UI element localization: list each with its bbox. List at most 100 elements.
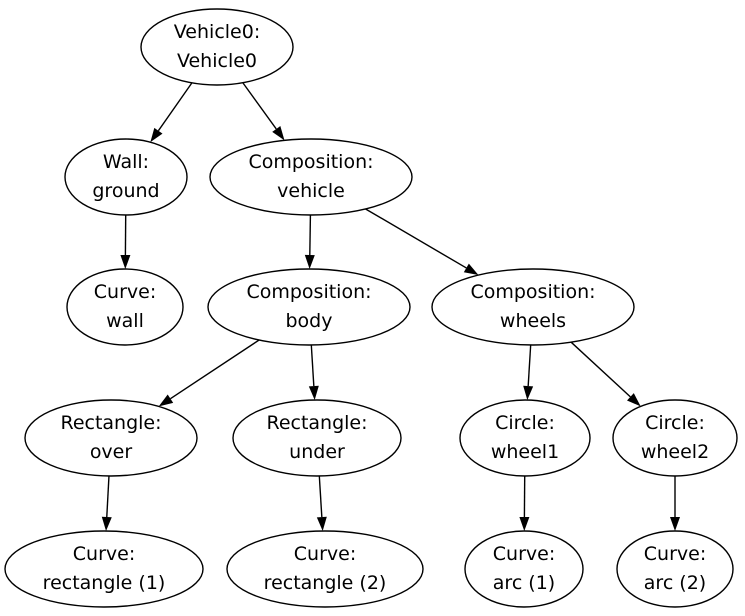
diagram-node-curve_arc_2: Curve:arc (2) [616,530,734,608]
node-label: Wall: ground [92,151,159,202]
arrowhead-icon [304,254,315,270]
arrowhead-icon [272,126,285,141]
arrowhead-icon [308,385,319,401]
diagram-node-rectangle_under: Rectangle: under [232,399,402,477]
node-ellipse [464,530,584,608]
diagram-node-composition_vehicle: Composition: vehicle [209,138,413,216]
arrowhead-icon [627,393,641,407]
node-label-line: Curve: [94,281,156,303]
node-label-line: rectangle (2) [264,572,387,594]
edge-line [570,341,631,398]
node-ellipse [232,399,402,477]
edge-line [242,82,277,130]
arrowhead-icon [120,254,131,270]
node-label-line: wheel2 [641,441,709,463]
diagram-node-rectangle_over: Rectangle: over [24,399,198,477]
node-ellipse [24,399,198,477]
arrowhead-icon [463,263,479,276]
edge-line [170,339,260,400]
node-label-line: Curve: [294,543,356,565]
node-label: Vehicle0: Vehicle0 [174,21,260,72]
node-label-line: Rectangle: [60,412,161,434]
node-ellipse [459,399,591,477]
diagram-edge-vehicle0-to-composition_vehicle [242,82,285,141]
node-ellipse [64,138,188,216]
node-ellipse [209,138,413,216]
diagram-edge-rectangle_under-to-curve_rectangle_2 [316,475,327,532]
node-label: Curve:arc (1) [493,543,555,594]
edge-line [527,344,532,387]
diagram-edge-composition_vehicle-to-composition_wheels [365,208,479,276]
node-ellipse [612,399,738,477]
node-ellipse [226,530,424,608]
diagram-edge-wall_ground-to-curve_wall [120,214,131,270]
diagram-edge-circle_wheel1-to-curve_arc_1 [519,475,530,532]
edge-line [365,208,467,269]
node-label-line: Composition: [248,151,373,173]
node-ellipse [207,268,411,346]
node-label-line: vehicle [277,180,345,202]
node-label-line: Composition: [470,281,595,303]
arrowhead-icon [316,516,327,532]
arrowhead-icon [519,516,530,532]
edge-line [157,82,193,132]
node-ellipse [4,530,204,608]
node-label: Composition: vehicle [248,151,373,202]
edge-line [310,344,315,387]
node-ellipse [616,530,734,608]
node-label-line: rectangle (1) [43,572,166,594]
arrowhead-icon [150,127,163,143]
node-label-line: ground [92,180,159,202]
diagram-node-composition_body: Composition: body [207,268,411,346]
node-label-line: wall [106,310,144,332]
diagram-node-circle_wheel2: Circle: wheel2 [612,399,738,477]
diagram-node-vehicle0: Vehicle0: Vehicle0 [140,8,294,86]
arrowhead-icon [101,516,112,532]
node-label-line: Curve: [73,543,135,565]
diagram-node-composition_wheels: Composition: wheels [431,268,635,346]
node-label: Composition: wheels [470,281,595,332]
node-label-line: arc (2) [644,572,706,594]
edge-line [106,475,110,518]
node-label-line: Rectangle: [266,412,367,434]
node-label-line: under [289,441,345,463]
arrowhead-icon [670,517,680,531]
node-label-line: Circle: [645,412,705,434]
node-label: Composition: body [246,281,371,332]
edge-line [309,214,312,256]
diagram-edge-composition_vehicle-to-composition_body [304,214,315,270]
node-label-line: Composition: [246,281,371,303]
edge-line [318,475,323,518]
node-label: Rectangle: under [266,412,367,463]
node-label: Circle: wheel2 [641,412,709,463]
node-label: Curve: rectangle (2) [264,543,387,594]
node-ellipse [66,268,184,346]
node-label-line: Wall: [103,151,149,173]
diagram-edge-composition_body-to-rectangle_over [158,339,260,407]
diagram-edge-composition_wheels-to-circle_wheel2 [570,341,641,407]
node-label-line: Vehicle0 [177,50,257,72]
node-label-line: over [90,441,133,463]
node-label: Rectangle: over [60,412,161,463]
arrowhead-icon [523,385,534,401]
diagram-node-curve_arc_1: Curve:arc (1) [464,530,584,608]
node-label-line: Circle: [495,412,555,434]
diagram-edge-vehicle0-to-wall_ground [150,82,193,143]
node-label-line: wheels [500,310,566,332]
diagram-node-circle_wheel1: Circle: wheel1 [459,399,591,477]
diagram-edge-circle_wheel2-to-curve_arc_2 [670,476,680,531]
node-label: Circle: wheel1 [491,412,559,463]
diagram-node-curve_rectangle_1: Curve: rectangle (1) [4,530,204,608]
arrowhead-icon [158,394,174,407]
diagram-edge-composition_body-to-rectangle_under [308,344,319,401]
node-label: Curve: rectangle (1) [43,543,166,594]
node-label-line: body [286,310,333,332]
diagram-node-curve_wall: Curve: wall [66,268,184,346]
diagram-edge-composition_wheels-to-circle_wheel1 [523,344,534,401]
node-label-line: wheel1 [491,441,559,463]
diagram-node-curve_rectangle_2: Curve: rectangle (2) [226,530,424,608]
node-label-line: Vehicle0: [174,21,260,43]
node-label-line: Curve: [493,543,555,565]
